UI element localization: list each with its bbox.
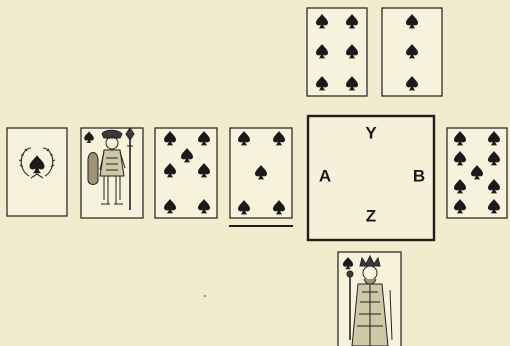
- card-seven-of-spades: [155, 128, 217, 218]
- seat-label-right: B: [413, 166, 425, 185]
- card-nine-of-spades: [447, 128, 507, 218]
- seat-label-left: A: [319, 166, 331, 185]
- card-ace-of-spades: [7, 128, 67, 216]
- card-table: Y A B Z: [308, 116, 434, 240]
- ink-speck: [204, 295, 206, 297]
- card-king-of-spades: [338, 252, 401, 346]
- seat-label-top: Y: [365, 123, 377, 142]
- card-six-of-spades: [307, 8, 367, 96]
- card-jack-of-spades: [81, 128, 143, 218]
- card-four-of-spades: [382, 8, 442, 96]
- card-five-of-spades: [230, 128, 292, 218]
- seat-label-bottom: Z: [366, 206, 376, 225]
